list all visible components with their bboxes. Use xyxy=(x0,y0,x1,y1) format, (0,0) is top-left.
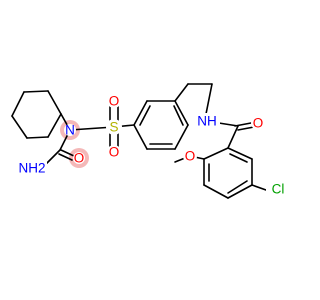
cyclohexyl-bond xyxy=(11,91,25,117)
cyclohexyl-bond xyxy=(26,136,49,139)
bond-layer xyxy=(11,83,267,199)
methoxy-oxygen-bg xyxy=(183,149,197,163)
sulfonyl-oxygen-bottom-label: O xyxy=(109,145,120,160)
amide-oxygen-label: O xyxy=(253,116,264,131)
benzene-inner-bond xyxy=(173,105,184,126)
cyclohexyl-bond xyxy=(47,90,62,115)
sulfur-label-bg xyxy=(106,119,122,135)
urea-amine-bg xyxy=(17,160,47,176)
urea-c-o-double-bond xyxy=(60,149,75,157)
amide-c-ring-bond xyxy=(227,125,239,149)
ring-chlorine-bond xyxy=(251,184,267,191)
sulfur-atom-label: S xyxy=(109,120,118,135)
benzene-bond xyxy=(203,147,229,160)
cyclohexyl-bond xyxy=(11,115,28,139)
cyclohexyl-bond xyxy=(47,113,62,138)
benzene-bond xyxy=(133,100,148,126)
benzene-bond xyxy=(227,184,253,199)
ethyl-bond xyxy=(205,83,213,115)
sulfonamide-nitrogen-label: N xyxy=(65,123,75,138)
amide-nitrogen-bg xyxy=(194,113,220,129)
benzene-bond xyxy=(174,100,189,126)
sulfonyl-oxygen-top-label: O xyxy=(109,94,120,109)
amide-oxygen-bg xyxy=(251,116,265,130)
amide-c-o-double-bond xyxy=(237,126,255,131)
benzene-inner-bond xyxy=(227,180,248,194)
chlorine-bg xyxy=(266,180,290,198)
methoxy-oxygen-label: O xyxy=(185,149,196,164)
chlorine-label: Cl xyxy=(272,182,285,197)
urea-oxygen-bg xyxy=(73,152,85,164)
sulfonyl-oxygen-top-bg xyxy=(107,94,121,108)
benzene-inner-bond xyxy=(139,105,151,126)
benzene-bond xyxy=(133,124,148,150)
benzene-bond xyxy=(174,124,189,150)
sulfonamide-nitrogen-bg xyxy=(64,124,76,136)
atom-label-layer: S O O N O NH2 NH O O Cl xyxy=(17,94,290,198)
ethyl-bond xyxy=(174,83,189,102)
sulfonyl-oxygen-bottom-bg xyxy=(107,145,121,159)
urea-oxygen-label: O xyxy=(74,151,85,166)
amide-nitrogen-label: NH xyxy=(197,114,217,129)
benzene-bond xyxy=(227,147,253,160)
cyclohexyl-bond xyxy=(23,90,49,93)
urea-amine-label: NH2 xyxy=(18,161,45,176)
urea-c-o-double-bond xyxy=(58,153,73,161)
benzene-bond xyxy=(203,184,229,199)
chemical-structure-diagram: S O O N O NH2 NH O O Cl xyxy=(11,83,290,199)
benzene-inner-bond xyxy=(229,153,248,163)
